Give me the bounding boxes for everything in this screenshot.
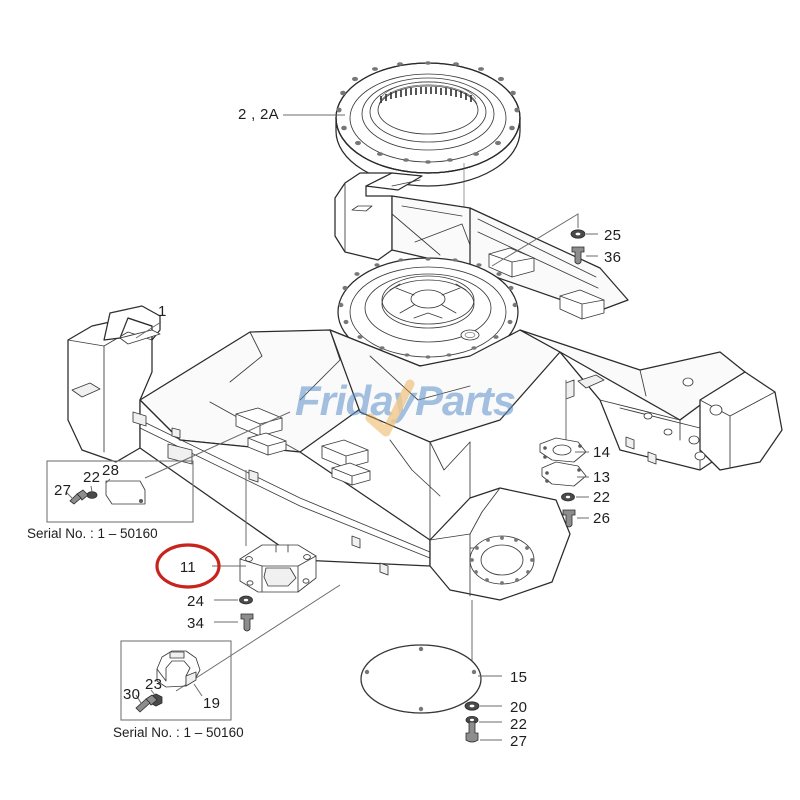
inset-lower-serial-text: Serial No. : 1 – 50160	[113, 725, 244, 740]
callout-label-25: 25	[604, 227, 621, 244]
callout-label-34: 34	[187, 615, 204, 632]
watermark-check-icon	[365, 379, 415, 437]
callout-label-27-bottom: 27	[510, 733, 527, 750]
callout-label-22-bottom: 22	[510, 716, 527, 733]
swing-bearing-ring-part-2	[335, 61, 521, 187]
frame-right-beam	[519, 329, 783, 471]
inset-upper-serial-text: Serial No. : 1 – 50160	[27, 526, 158, 541]
frame-rear-right-beam	[469, 207, 629, 320]
leader-1	[135, 321, 162, 339]
serial-inset-upper: 27 22 28	[46, 411, 291, 523]
callout-label-22-right: 22	[593, 489, 610, 506]
inset-upper-label-28: 28	[102, 462, 119, 479]
inset-lower-label-30: 30	[123, 686, 140, 703]
callout-label-11: 11	[180, 559, 196, 576]
hardware-group-11-24-34	[212, 470, 317, 632]
callout-label-13: 13	[593, 469, 610, 486]
mounting-bracket-part-11	[239, 544, 317, 593]
callout-label-20: 20	[510, 699, 527, 716]
frame-travel-motor-housing	[429, 487, 571, 601]
inset-lower-label-23: 23	[145, 676, 162, 693]
callout-label-2-2a: 2 , 2A	[238, 106, 279, 123]
bearing-bolt-holes	[336, 61, 520, 164]
highlight-ellipse-part-11	[155, 543, 221, 589]
frame-front-pads-left	[235, 407, 371, 486]
inset-upper-border	[46, 460, 194, 523]
callout-label-24: 24	[187, 593, 204, 610]
track-frame-main-part-1	[67, 305, 161, 463]
inset-lower-label-19: 19	[203, 695, 220, 712]
motor-mount-bolt-holes	[470, 536, 534, 585]
frame-swing-circle	[337, 257, 519, 367]
fridayparts-watermark: FridayParts	[295, 377, 516, 437]
hardware-group-14-13-22-26	[539, 380, 589, 528]
callout-label-14: 14	[593, 444, 610, 461]
callout-label-1: 1	[158, 303, 167, 320]
hardware-group-25-36	[491, 213, 598, 267]
inset-upper-label-22: 22	[83, 469, 100, 486]
watermark-text: FridayParts	[295, 377, 515, 424]
serial-inset-lower: 23 30 19	[120, 584, 341, 721]
inset-upper-label-27: 27	[54, 482, 71, 499]
callout-label-36: 36	[604, 249, 621, 266]
bearing-gear-teeth	[378, 81, 478, 105]
callout-label-26: 26	[593, 510, 610, 527]
swing-circle-bolt-holes	[338, 257, 518, 359]
inset-lower-border	[120, 640, 232, 721]
hardware-group-15-20-22-27	[360, 600, 502, 743]
callout-label-15: 15	[510, 669, 527, 686]
